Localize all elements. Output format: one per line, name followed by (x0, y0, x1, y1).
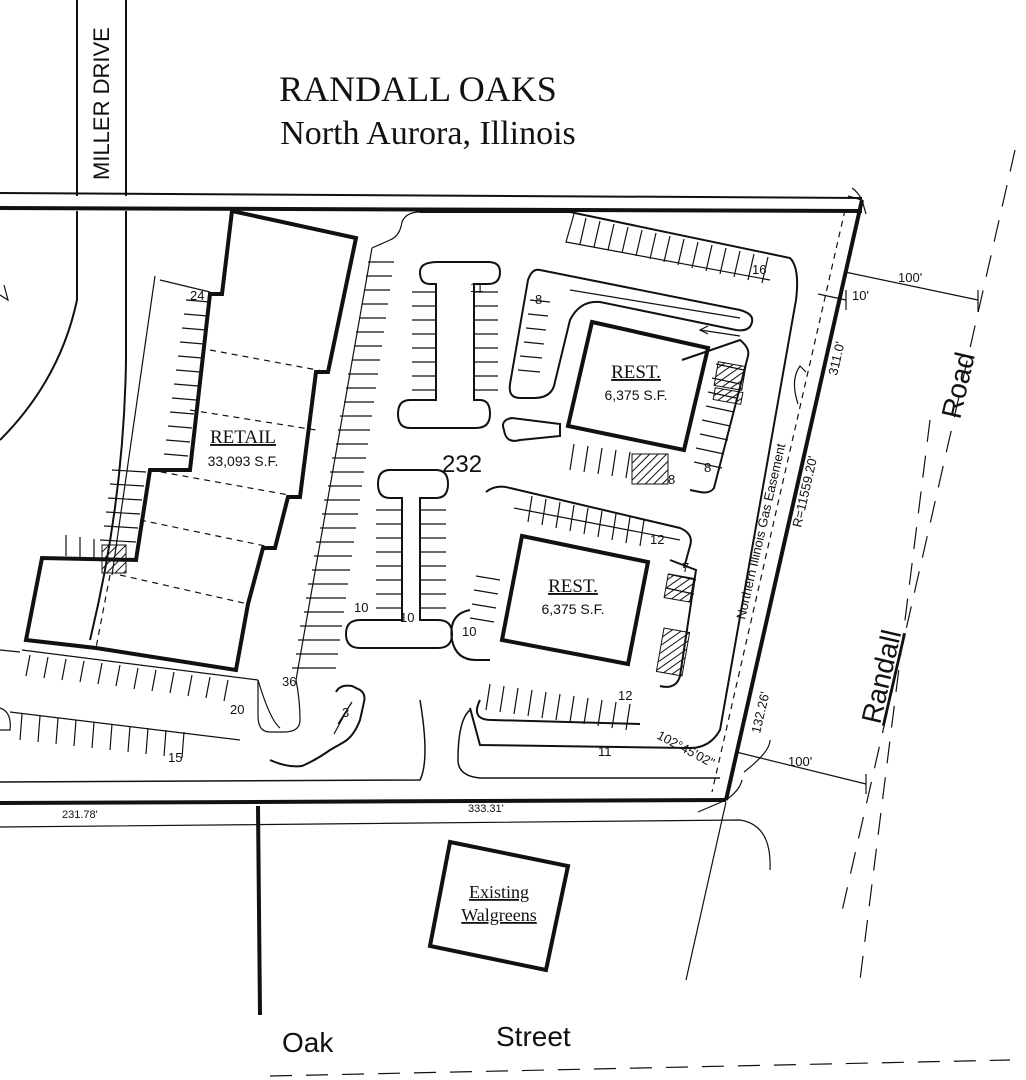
total-spaces: 232 (442, 451, 482, 478)
walgreens-line-1: Existing (469, 882, 529, 902)
dim-10: 10' (852, 288, 869, 303)
site-subtitle: North Aurora, Illinois (280, 115, 576, 152)
dim-angle: 102°45'02" (655, 727, 718, 770)
miller-drive-label: MILLER DRIVE (89, 27, 114, 180)
parking-west: 24 (65, 275, 211, 576)
count-11-b: 11 (598, 744, 612, 759)
count-10-c: 10 (462, 624, 476, 639)
perimeter-drive (420, 211, 799, 750)
south-drive-edge (0, 819, 771, 871)
retail-building: RETAIL 33,093 S.F. (23, 208, 359, 673)
count-20: 20 (230, 702, 244, 717)
dim-231: 231.78' (62, 809, 98, 821)
rest1-building: REST. 6,375 S.F. (565, 319, 711, 453)
count-10-a: 10 (354, 600, 368, 615)
dim-100-bottom: 100' (788, 754, 812, 769)
count-12-b: 12 (618, 688, 632, 703)
rest2-area: 6,375 S.F. (541, 601, 604, 617)
property-line-east (724, 199, 864, 801)
property-line-north (0, 206, 863, 213)
dim-132: 132.26' (748, 690, 772, 735)
island-stalls (376, 291, 498, 609)
count-16: 16 (752, 262, 766, 277)
rest2-name: REST. (548, 576, 598, 597)
walgreens-line-2: Walgreens (461, 905, 537, 925)
count-3: 3 (342, 705, 349, 720)
rest1-islands (502, 268, 754, 494)
parking-north (565, 213, 771, 284)
road-label: Road (936, 349, 981, 421)
oak-street-line (269, 1059, 1011, 1077)
parking-retail-east (257, 211, 421, 733)
rest2-building: REST. 6,375 S.F. (499, 533, 651, 667)
count-24: 24 (190, 288, 204, 303)
count-10-b: 10 (400, 610, 414, 625)
easement-label: Northern Illinois Gas Easement (733, 442, 788, 621)
property-line-south (0, 798, 727, 805)
existing-line (685, 801, 727, 981)
dim-333: 333.31' (468, 803, 504, 815)
count-12-a: 12 (650, 532, 664, 547)
dimensions (697, 187, 979, 813)
retail-area: 33,093 S.F. (208, 453, 279, 469)
island-south (344, 469, 454, 649)
street-label: Street (496, 1021, 571, 1052)
rest1-name: REST. (611, 362, 661, 383)
count-11-a: 11 (470, 280, 484, 295)
rest1-area: 6,375 S.F. (604, 387, 667, 403)
entrance-drive (0, 699, 720, 783)
easement-line (711, 209, 846, 793)
oak-label: Oak (282, 1027, 334, 1058)
count-8-b: 8 (668, 472, 675, 487)
parking-south: 20 15 (0, 649, 281, 765)
entrance-island-west (269, 684, 366, 768)
randall-label: Randall (856, 627, 908, 726)
top-road-edge (0, 192, 863, 199)
count-8-a: 8 (535, 292, 542, 307)
randall-road-line-2 (859, 419, 931, 981)
count-7: 7 (682, 560, 689, 575)
retail-name: RETAIL (210, 427, 276, 448)
count-36: 36 (282, 674, 296, 689)
island-north (396, 261, 502, 429)
easement-pointer (793, 365, 807, 405)
count-8-c: 8 (704, 460, 711, 475)
dim-311: 311.0' (825, 340, 847, 377)
miller-drive: MILLER DRIVE (0, 0, 127, 641)
oak-street-divider (256, 805, 262, 1016)
count-15: 15 (168, 750, 182, 765)
site-title: RANDALL OAKS (279, 69, 557, 109)
dim-100-top: 100' (898, 270, 922, 285)
randall-road-line-1 (839, 149, 1016, 921)
walgreens-building: Existing Walgreens (427, 839, 571, 973)
